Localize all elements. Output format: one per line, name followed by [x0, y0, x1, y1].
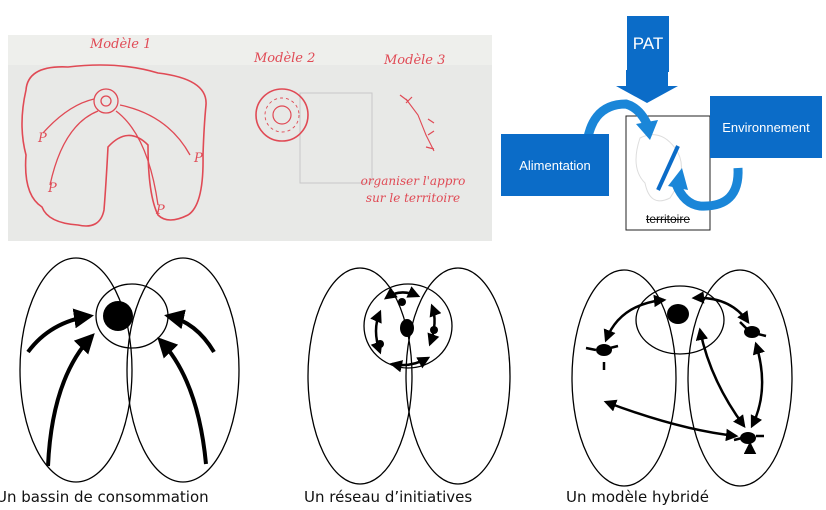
model-3-diagram	[571, 269, 793, 487]
alimentation-box: Alimentation	[501, 134, 609, 196]
p-label-2: P	[48, 181, 57, 196]
model-2-label: Modèle 2	[254, 51, 316, 66]
territoire-label: territoire	[645, 212, 690, 226]
model-1-diagram	[19, 257, 240, 483]
whiteboard-photo: Modèle 1 Modèle 2 Modèle 3 organiser l'a…	[8, 35, 492, 241]
whiteboard-note: organiser l'appro sur le territoire	[346, 173, 480, 207]
model-3-label: Modèle 3	[384, 53, 446, 68]
caption-model-3: Un modèle hybridé	[566, 488, 709, 506]
caption-model-1: Un bassin de consommation	[0, 488, 209, 506]
pat-diagram: PAT Alimentation Environnement territoir…	[500, 8, 826, 233]
note-line-1: organiser l'appro	[360, 174, 466, 188]
whiteboard-drawings	[8, 35, 492, 241]
p-label-4: P	[194, 151, 203, 166]
environnement-box: Environnement	[710, 96, 822, 158]
pat-arrows	[581, 70, 743, 231]
caption-model-2: Un réseau d’initiatives	[304, 488, 473, 506]
pat-box: PAT	[627, 16, 669, 72]
model-2-diagram	[307, 267, 511, 485]
p-label-1: P	[38, 131, 47, 146]
model-1-label: Modèle 1	[90, 37, 152, 52]
p-label-3: P	[156, 203, 165, 218]
note-line-2: sur le territoire	[365, 191, 461, 205]
